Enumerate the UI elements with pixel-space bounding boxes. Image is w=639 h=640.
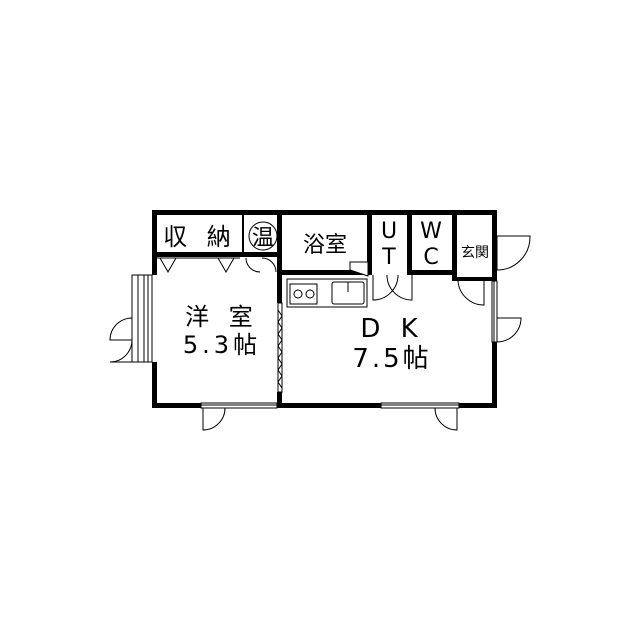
wc-door [386,274,413,301]
wall-entrance-bottom [457,277,497,281]
wall-storage-divider [242,215,244,252]
window-western-bottom [200,402,278,431]
closet-door-right [217,257,235,274]
western-room-size: 5.3帖 [183,331,261,359]
room-labels: 収 納 温 浴室 U T W C 玄関 洋 室 5.3帖 D K 7.5帖 [163,219,489,374]
kitchen-counter [286,278,368,308]
left-wall-bottom [152,362,157,408]
bay-window-swing [109,317,133,341]
wall-wc-bottom [412,270,457,275]
utility-label-u: U [381,219,397,244]
western-room-label: 洋 室 [185,303,259,331]
wall-bath-left [277,210,282,280]
wall-bath-bottom [277,270,372,275]
bottom-wall-c [459,403,497,408]
entrance-label: 玄関 [461,244,489,261]
bay-window [109,274,153,363]
dk-size: 7.5帖 [352,344,431,374]
bottom-wall-b [277,403,381,408]
water-heater-icon [248,221,278,251]
bottom-wall-a [152,403,201,408]
wall-western-right-low [277,392,282,408]
sliding-door-western [277,302,283,393]
closet-door-left [159,257,177,274]
right-wall-top [492,210,497,281]
ut-wc-doors [372,274,485,306]
wall-wc-right [452,210,457,281]
window-dk-bottom [380,402,460,431]
wall-storage-bottom [152,252,282,257]
wc-label-c: C [423,245,438,270]
outer-walls [152,210,497,408]
heater-door [245,257,277,273]
utility-label-t: T [381,245,396,270]
ut-door [372,274,399,301]
storage-label: 収 納 [163,223,237,251]
wall-ut-left [367,210,372,275]
wc-label-w: W [420,219,442,244]
dk-label: D K [360,314,423,344]
counter-top [286,278,368,308]
entrance-inner-door [457,280,485,306]
closet-doors [157,257,277,274]
bathroom-label: 浴室 [303,233,347,258]
wall-ut-right [407,210,412,275]
bathroom-door [349,261,369,277]
interior-walls [152,210,497,408]
left-wall-top [152,210,157,275]
right-wall-bottom [492,342,497,408]
water-heater-label: 温 [252,226,274,251]
entrance-door [496,235,531,271]
stove [289,283,318,305]
top-wall [152,210,497,215]
window-dk-right [491,280,522,343]
